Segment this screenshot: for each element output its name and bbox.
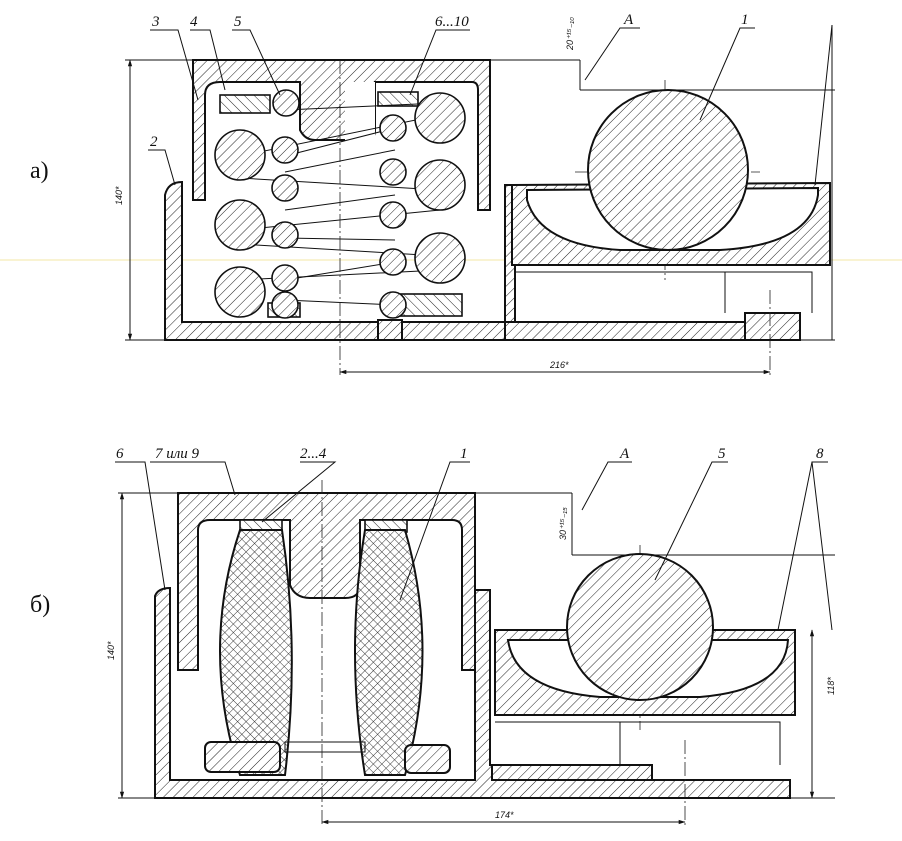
callout-leaders-b	[115, 461, 833, 631]
figure-b: б) 140* 11	[30, 446, 836, 825]
callout-6-10: 6...10	[435, 14, 469, 30]
base-plate-left	[204, 741, 281, 773]
pocket-outline-b	[495, 721, 781, 765]
callout-1-b: 1	[460, 446, 468, 462]
panel-label-a: а)	[30, 158, 49, 184]
callout-5: 5	[234, 14, 242, 30]
figure-a: а)	[30, 12, 835, 375]
cup-slot	[345, 82, 375, 142]
callout-a-b: А	[619, 446, 630, 462]
callout-1: 1	[741, 12, 749, 28]
base-plate-right	[404, 744, 451, 774]
callout-2: 2	[150, 134, 158, 150]
callout-4: 4	[190, 14, 198, 30]
spring-coils-small	[271, 89, 407, 319]
ball-b	[566, 553, 714, 701]
rubber-element-right	[354, 529, 424, 776]
washer-bottom-right	[399, 293, 463, 317]
housing-base-right	[504, 321, 746, 341]
dim-width-label-b: 174*	[495, 810, 514, 820]
base-boss	[377, 319, 403, 341]
dim-width-label: 216*	[549, 360, 569, 370]
callout-8: 8	[816, 446, 824, 462]
dim-gap-label-b: 30⁺¹⁵₋₁₅	[558, 507, 568, 540]
spring-coils-large	[214, 92, 466, 318]
rubber-element-left	[219, 529, 293, 776]
dim-height-label: 140*	[114, 186, 124, 205]
washer-top-right	[377, 91, 419, 107]
callout-7-9: 7 или 9	[155, 446, 200, 462]
washer-top-left	[219, 94, 271, 114]
pocket-outline	[515, 271, 813, 313]
callout-6: 6	[116, 446, 124, 462]
callout-a: А	[623, 12, 634, 28]
callout-2-4: 2...4	[300, 446, 327, 462]
housing-base-right-b	[491, 764, 653, 781]
callout-5-b: 5	[718, 446, 726, 462]
callout-3: 3	[151, 14, 160, 30]
rubber-cup-b	[177, 492, 476, 671]
base-plate-mid	[284, 741, 366, 753]
panel-label-b: б)	[30, 592, 50, 618]
callout-leaders-a	[148, 24, 833, 186]
dim-height-label-b: 140*	[106, 641, 116, 660]
ball	[587, 89, 749, 251]
dim-inner-height-label-b: 118*	[826, 677, 836, 695]
dim-gap-label: 20⁺¹⁵₋₁₀	[565, 17, 575, 51]
